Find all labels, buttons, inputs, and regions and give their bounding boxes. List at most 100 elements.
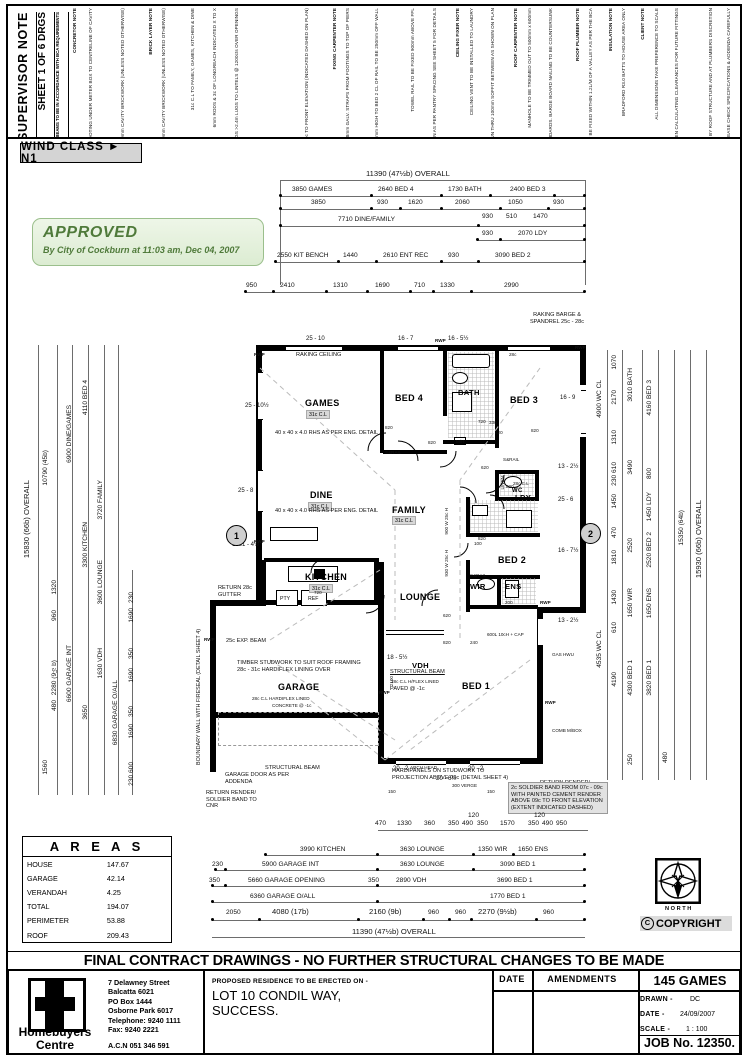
note-12-title: CEILING FIXER NOTE bbox=[455, 8, 460, 58]
window-bed1-east bbox=[538, 618, 543, 646]
num-u-linen: 620 bbox=[481, 465, 489, 470]
note-11-body-col: TOWEL RAIL TO BE FIXED 900mm ABOVE FFL bbox=[410, 8, 428, 137]
verge-label: 300 VERGE bbox=[452, 783, 478, 788]
dim-left-16: 350 bbox=[128, 648, 135, 660]
dim-bot-r2-1: 5900 GARAGE INT bbox=[262, 861, 320, 868]
table-row: PERIMETER 53.88 bbox=[23, 914, 171, 928]
dim-bot-r1-1: 3630 LOUNGE bbox=[400, 846, 445, 853]
ceiling-kitchen: 31c C.L bbox=[309, 584, 333, 593]
dim-bot-t11: 120 bbox=[534, 812, 546, 819]
dim-bot-t1: 1330 bbox=[397, 820, 412, 827]
drawn-label: DRAWN - bbox=[640, 996, 673, 1003]
wall-wc-south bbox=[495, 497, 539, 501]
approval-line: By City of Cockburn at 11:03 am, Dec 04,… bbox=[43, 245, 240, 255]
dim-bot-r4-0: 6360 GARAGE O/ALL bbox=[250, 893, 316, 900]
dim-right-0: 1070 bbox=[611, 355, 618, 370]
dim-right-6: 1810 bbox=[611, 550, 618, 565]
dim-bot-r5-4: 960 bbox=[455, 909, 467, 916]
table-row: GARAGE 42.14 bbox=[23, 871, 171, 885]
bathtub bbox=[452, 354, 490, 368]
note-13: ROOF CARPENTER NOTE bbox=[513, 8, 527, 137]
area-value-house: 147.67 bbox=[106, 859, 129, 869]
dim-bot-r2-3: 3090 BED 1 bbox=[500, 861, 536, 868]
note-17-title: INSULATION NOTE bbox=[608, 8, 613, 52]
wall-bed2-west bbox=[466, 560, 470, 612]
num-f: 1251 - 4½ bbox=[232, 542, 260, 548]
dim-right-7: 1430 bbox=[611, 590, 618, 605]
wall-garage-west bbox=[210, 712, 216, 772]
sheet-number-label: SHEET 1 OF 6 DRGS bbox=[37, 12, 48, 111]
title-block bbox=[8, 970, 740, 1055]
wall-lounge-west bbox=[378, 562, 384, 606]
dim-left-9: 1630 VDH bbox=[97, 648, 104, 679]
note-1-body-col: ALL EXTERNAL WALLS TO BE 250mm CAVITY BR… bbox=[120, 8, 146, 137]
scale-value: 1 : 100 bbox=[686, 1026, 708, 1033]
timber-studwork-note: TIMBER STUDWORK TO SUIT ROOF FRAMING 28c… bbox=[237, 660, 361, 673]
dim-left-17: 1690 bbox=[128, 668, 135, 683]
num-b: 16 - 7 bbox=[398, 336, 414, 342]
dim-top-r2-3: 2060 bbox=[455, 199, 470, 206]
note-17-body-col: DOWNPIPES MUST BE FIXED WITHIN 1.2L/M OF… bbox=[588, 8, 610, 137]
num-l: 18 - 5½ bbox=[387, 655, 408, 661]
approval-title: APPROVED bbox=[43, 224, 138, 241]
areas-body: HOUSE 147.67 GARAGE 42.14 VERANDAH 4.25 … bbox=[23, 857, 171, 942]
rwp-4: RWP bbox=[254, 539, 265, 544]
dim-left-18: 350 bbox=[128, 706, 135, 718]
dim-right-overall: 15930 (66b) OVERALL bbox=[694, 500, 703, 579]
dim-left-c2: 10790 (45b) bbox=[42, 450, 49, 486]
dim-left-4: 6900 DINE/GAMES bbox=[66, 405, 73, 463]
wall-wc-west bbox=[495, 470, 499, 500]
dim-right-14: 1450 LDY bbox=[646, 492, 653, 522]
section-marker-2[interactable]: 2 bbox=[580, 523, 601, 544]
job-number: JOB No. 12350. bbox=[644, 1036, 736, 1050]
dim-top-r1-0: 3850 GAMES bbox=[292, 186, 333, 193]
note-12: CEILING FIXER NOTE bbox=[455, 8, 469, 137]
north-arrow-icon bbox=[654, 857, 702, 905]
num-i: 25 - 6 bbox=[558, 497, 574, 503]
room-label-garage: GARAGE bbox=[278, 682, 320, 692]
window-games bbox=[286, 346, 342, 351]
dim-top-r6-1: 2410 bbox=[280, 282, 295, 289]
dim-top-r1-2: 1730 BATH bbox=[448, 186, 482, 193]
wall-east-step bbox=[537, 607, 586, 613]
room-label-dine: DINE bbox=[310, 490, 333, 500]
bca-note-cell: ALL STRUCTURAL BEAMS TO BE IN ACCORDANCE… bbox=[55, 12, 69, 137]
copyright-notice: C COPYRIGHT bbox=[640, 916, 732, 931]
note-20-body-col: DIMENSIONS SHOWN ON PLAN ARE BRICK SIZES… bbox=[674, 8, 708, 137]
shelf-rail-bed4: S&RAIL bbox=[385, 450, 402, 455]
note-16-body-col: ALL EXTERNAL FIXING NAILS MUST BE GALVAN… bbox=[548, 8, 574, 137]
dim-top-r5-0: 2550 KIT BENCH bbox=[277, 252, 329, 259]
note-21-body: No & PLACING OF RWPs IS APPROX AND GOVER… bbox=[708, 8, 713, 139]
note-21-body-col: No & PLACING OF RWPs IS APPROX AND GOVER… bbox=[708, 8, 726, 137]
dim-bot-r2-0: 230 bbox=[212, 861, 224, 868]
room-label-wir: WIR bbox=[470, 582, 486, 591]
shelf-rail-bed3: S&RAIL bbox=[503, 457, 520, 462]
rhs-games-note: 40 x 40 x 4.0 RHS AS PER ENG. DETAIL bbox=[275, 430, 379, 436]
area-label-garage: GARAGE bbox=[27, 873, 58, 883]
area-value-verandah: 4.25 bbox=[106, 887, 121, 897]
vdh-paved-note: PAVED @ -1c bbox=[390, 686, 425, 692]
note-18-body-col: BRADFORD R3.0 BATTS TO HOUSE AREA ONLY bbox=[621, 8, 639, 137]
company-address: 7 Delawney Street Balcatta 6021 PO Box 1… bbox=[108, 978, 181, 1035]
num-r-ldy: 820 bbox=[478, 536, 486, 541]
dim-top-r6-3: 1690 bbox=[375, 282, 390, 289]
wall-wir-ens bbox=[497, 577, 501, 607]
dim-top-r5-1: 1440 bbox=[343, 252, 358, 259]
amendments-column-header: AMENDMENTS bbox=[547, 974, 617, 984]
basin-bath bbox=[452, 372, 468, 384]
section-marker-1[interactable]: 1 bbox=[226, 525, 247, 546]
wall-ldy-south bbox=[466, 533, 540, 537]
num-u-wir: 620 bbox=[443, 613, 451, 618]
num-e: 25 - 8 bbox=[238, 488, 254, 494]
note-3-body-col: ALL EXTERNAL WALLS TO BE 250mm CAVITY BR… bbox=[161, 8, 187, 137]
dine-bench bbox=[270, 527, 318, 541]
note-20-body: DIMENSIONS SHOWN ON PLAN ARE BRICK SIZES… bbox=[674, 8, 680, 137]
garage-concrete-note: CONCRETE @ -1c bbox=[272, 703, 312, 708]
basin-ens bbox=[477, 578, 495, 590]
laundry-trough bbox=[472, 505, 488, 516]
area-value-perimeter: 53.88 bbox=[106, 916, 125, 926]
note-19-body: ALL DIMENSIONS TAKE PREFERENCE TO SCALE bbox=[654, 8, 659, 120]
note-11-body: TOWEL RAIL TO BE FIXED 900mm ABOVE FFL bbox=[410, 8, 415, 112]
rwp-7: RWP bbox=[379, 690, 390, 695]
note-15-body-col: MANHOLE TO BE TRIMMED OUT TO 500mm x 600… bbox=[527, 8, 545, 137]
